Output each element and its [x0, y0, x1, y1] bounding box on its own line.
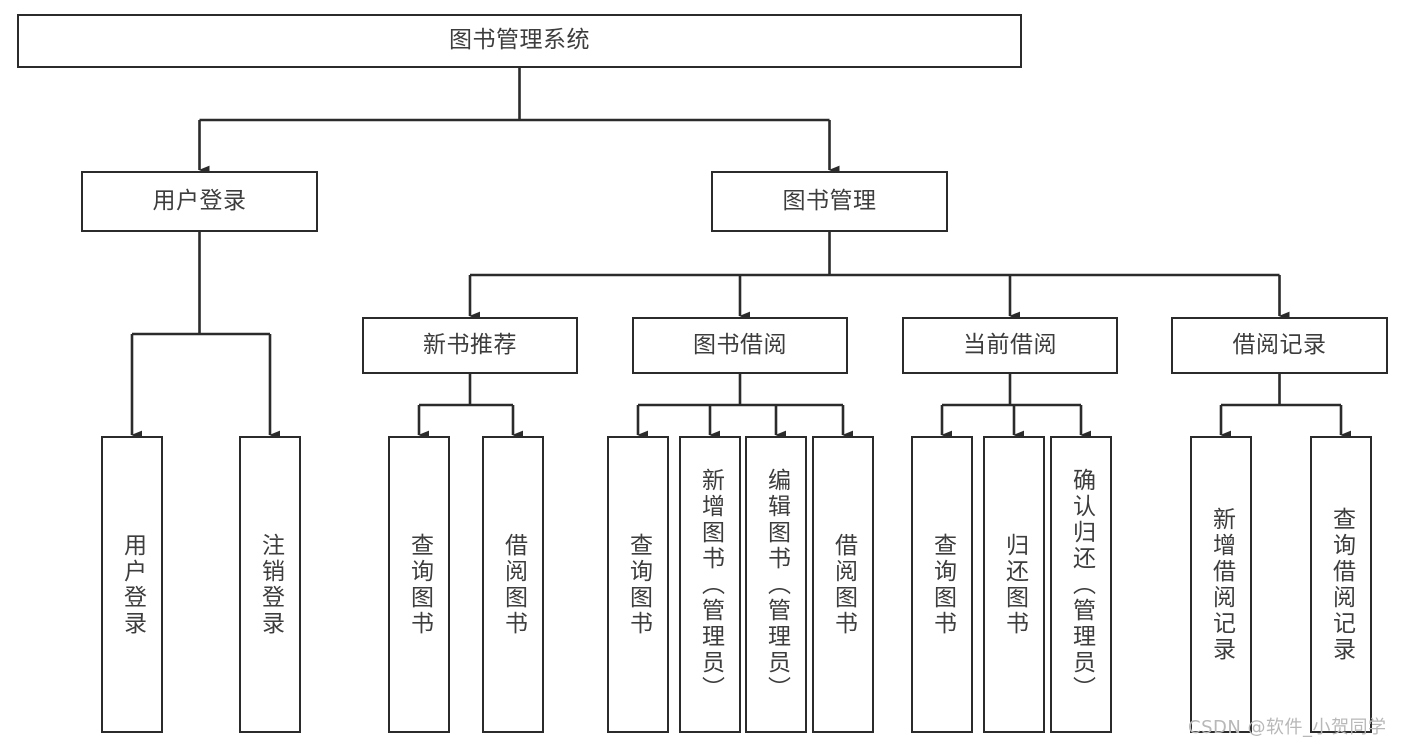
edge-trunk [1221, 374, 1341, 407]
edge-trunk [419, 374, 513, 407]
node-label: 查询图书 [929, 532, 956, 637]
node-leaf-add-borrowing-record[interactable]: 新增借阅记录 [1190, 436, 1252, 733]
node-leaf-logout[interactable]: 注销登录 [239, 436, 301, 733]
node-leaf-add-book-admin[interactable]: 新增图书（管理员） [679, 436, 741, 733]
node-label: 借阅记录 [1232, 331, 1327, 358]
node-root-book-management-system[interactable]: 图书管理系统 [17, 14, 1022, 68]
node-label: 查询借阅记录 [1328, 506, 1355, 663]
node-label: 用户登录 [152, 187, 247, 214]
node-leaf-query-book-recommendation[interactable]: 查询图书 [388, 436, 450, 733]
node-label: 新增借阅记录 [1208, 506, 1235, 663]
node-label: 注销登录 [257, 532, 284, 637]
node-label: 新增图书（管理员） [697, 467, 724, 702]
edge-trunk [942, 374, 1081, 407]
node-leaf-query-borrowing-record[interactable]: 查询借阅记录 [1310, 436, 1372, 733]
node-leaf-user-login[interactable]: 用户登录 [101, 436, 163, 733]
node-label: 借阅图书 [830, 532, 857, 637]
node-label: 归还图书 [1001, 532, 1028, 637]
node-book-borrowing[interactable]: 图书借阅 [632, 317, 848, 374]
edge-trunk [199, 68, 830, 122]
node-label: 编辑图书（管理员） [763, 467, 790, 702]
node-label: 图书借阅 [693, 331, 787, 358]
node-leaf-edit-book-admin[interactable]: 编辑图书（管理员） [745, 436, 807, 733]
node-new-book-recommendation[interactable]: 新书推荐 [362, 317, 578, 374]
node-label: 图书管理 [782, 187, 877, 214]
node-label: 确认归还（管理员） [1068, 467, 1095, 702]
node-label: 图书管理系统 [449, 27, 590, 54]
node-book-management[interactable]: 图书管理 [711, 171, 948, 232]
node-leaf-query-book-current[interactable]: 查询图书 [911, 436, 973, 733]
edge-trunk [132, 232, 270, 336]
node-leaf-confirm-return-admin[interactable]: 确认归还（管理员） [1050, 436, 1112, 733]
node-label: 查询图书 [625, 532, 652, 637]
node-current-borrowing[interactable]: 当前借阅 [902, 317, 1118, 374]
edge-trunk [470, 232, 1280, 277]
node-borrowing-record[interactable]: 借阅记录 [1171, 317, 1388, 374]
csdn-watermark: CSDN @软件_小贺同学 [1188, 717, 1387, 738]
node-leaf-borrow-book-borrowing[interactable]: 借阅图书 [812, 436, 874, 733]
node-label: 新书推荐 [423, 331, 517, 358]
node-leaf-query-book-borrowing[interactable]: 查询图书 [607, 436, 669, 733]
node-label: 借阅图书 [500, 532, 527, 637]
node-label: 当前借阅 [963, 331, 1057, 358]
node-leaf-borrow-book-recommendation[interactable]: 借阅图书 [482, 436, 544, 733]
node-leaf-return-book[interactable]: 归还图书 [983, 436, 1045, 733]
edge-trunk [638, 374, 843, 407]
node-user-login[interactable]: 用户登录 [81, 171, 318, 232]
node-label: 查询图书 [406, 532, 433, 637]
node-label: 用户登录 [119, 532, 146, 637]
